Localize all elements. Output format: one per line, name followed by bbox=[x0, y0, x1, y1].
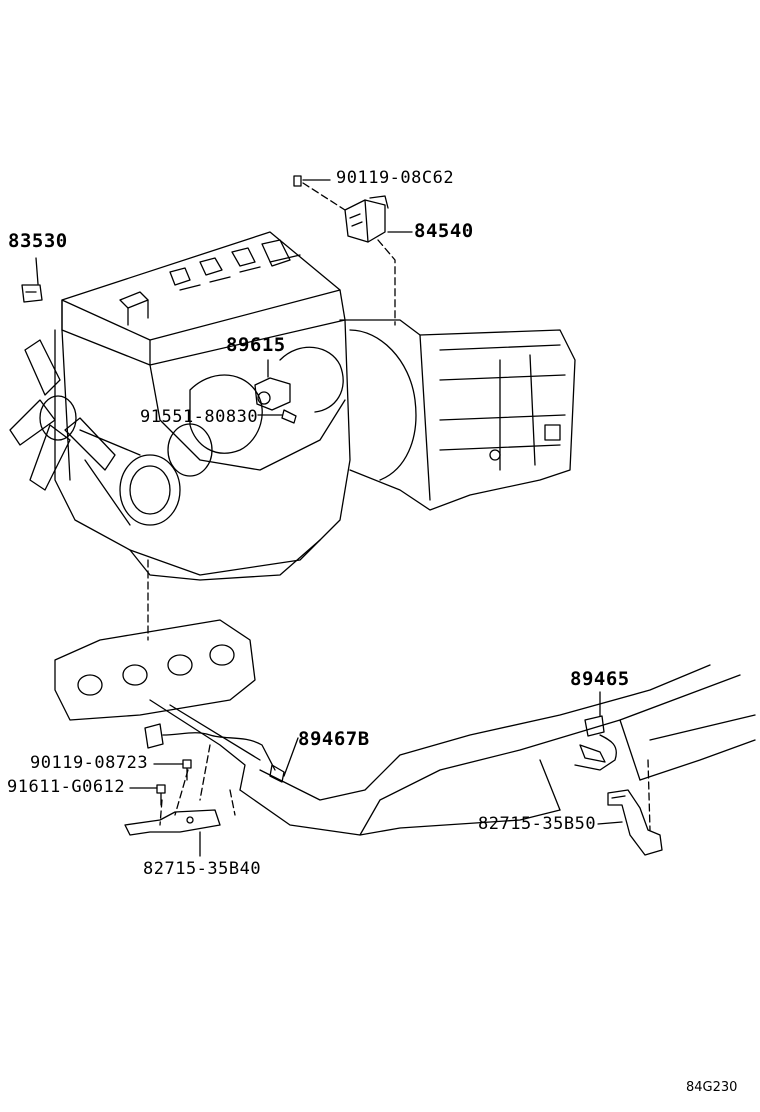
sensor-83530-drawing bbox=[21, 257, 43, 303]
transmission-assembly bbox=[339, 319, 576, 511]
callout-89467b: 89467B bbox=[298, 728, 370, 750]
leader-lines bbox=[129, 179, 623, 825]
oxygen-sensor-89465-drawing bbox=[574, 691, 617, 771]
bracket-82715-35b40-drawing bbox=[124, 809, 221, 857]
sensor-84540-drawing bbox=[293, 175, 413, 243]
oxygen-sensor-89467b-drawing bbox=[144, 723, 299, 783]
bolts bbox=[156, 759, 192, 806]
callout-89615: 89615 bbox=[226, 334, 286, 356]
callout-82715-35b40: 82715-35B40 bbox=[143, 859, 262, 879]
callout-89465: 89465 bbox=[570, 668, 630, 690]
callout-84540: 84540 bbox=[414, 220, 474, 242]
dashed-relation-lines bbox=[147, 182, 651, 831]
sensor-89615-drawing bbox=[254, 359, 297, 424]
callout-82715-35b50: 82715-35B50 bbox=[478, 814, 597, 834]
callout-90119-08723: 90119-08723 bbox=[30, 753, 149, 773]
bracket-82715-35b50-drawing bbox=[607, 789, 663, 856]
figure-code: 84G230 bbox=[686, 1080, 738, 1095]
callout-91551-80830: 91551-80830 bbox=[140, 407, 259, 427]
callout-83530: 83530 bbox=[8, 230, 68, 252]
callout-90119-08c62: 90119-08C62 bbox=[336, 168, 455, 188]
engine-assembly bbox=[9, 231, 351, 581]
exhaust-manifold bbox=[54, 619, 261, 791]
exhaust-pipe bbox=[239, 664, 756, 836]
callout-91611-g0612: 91611-G0612 bbox=[7, 777, 126, 797]
